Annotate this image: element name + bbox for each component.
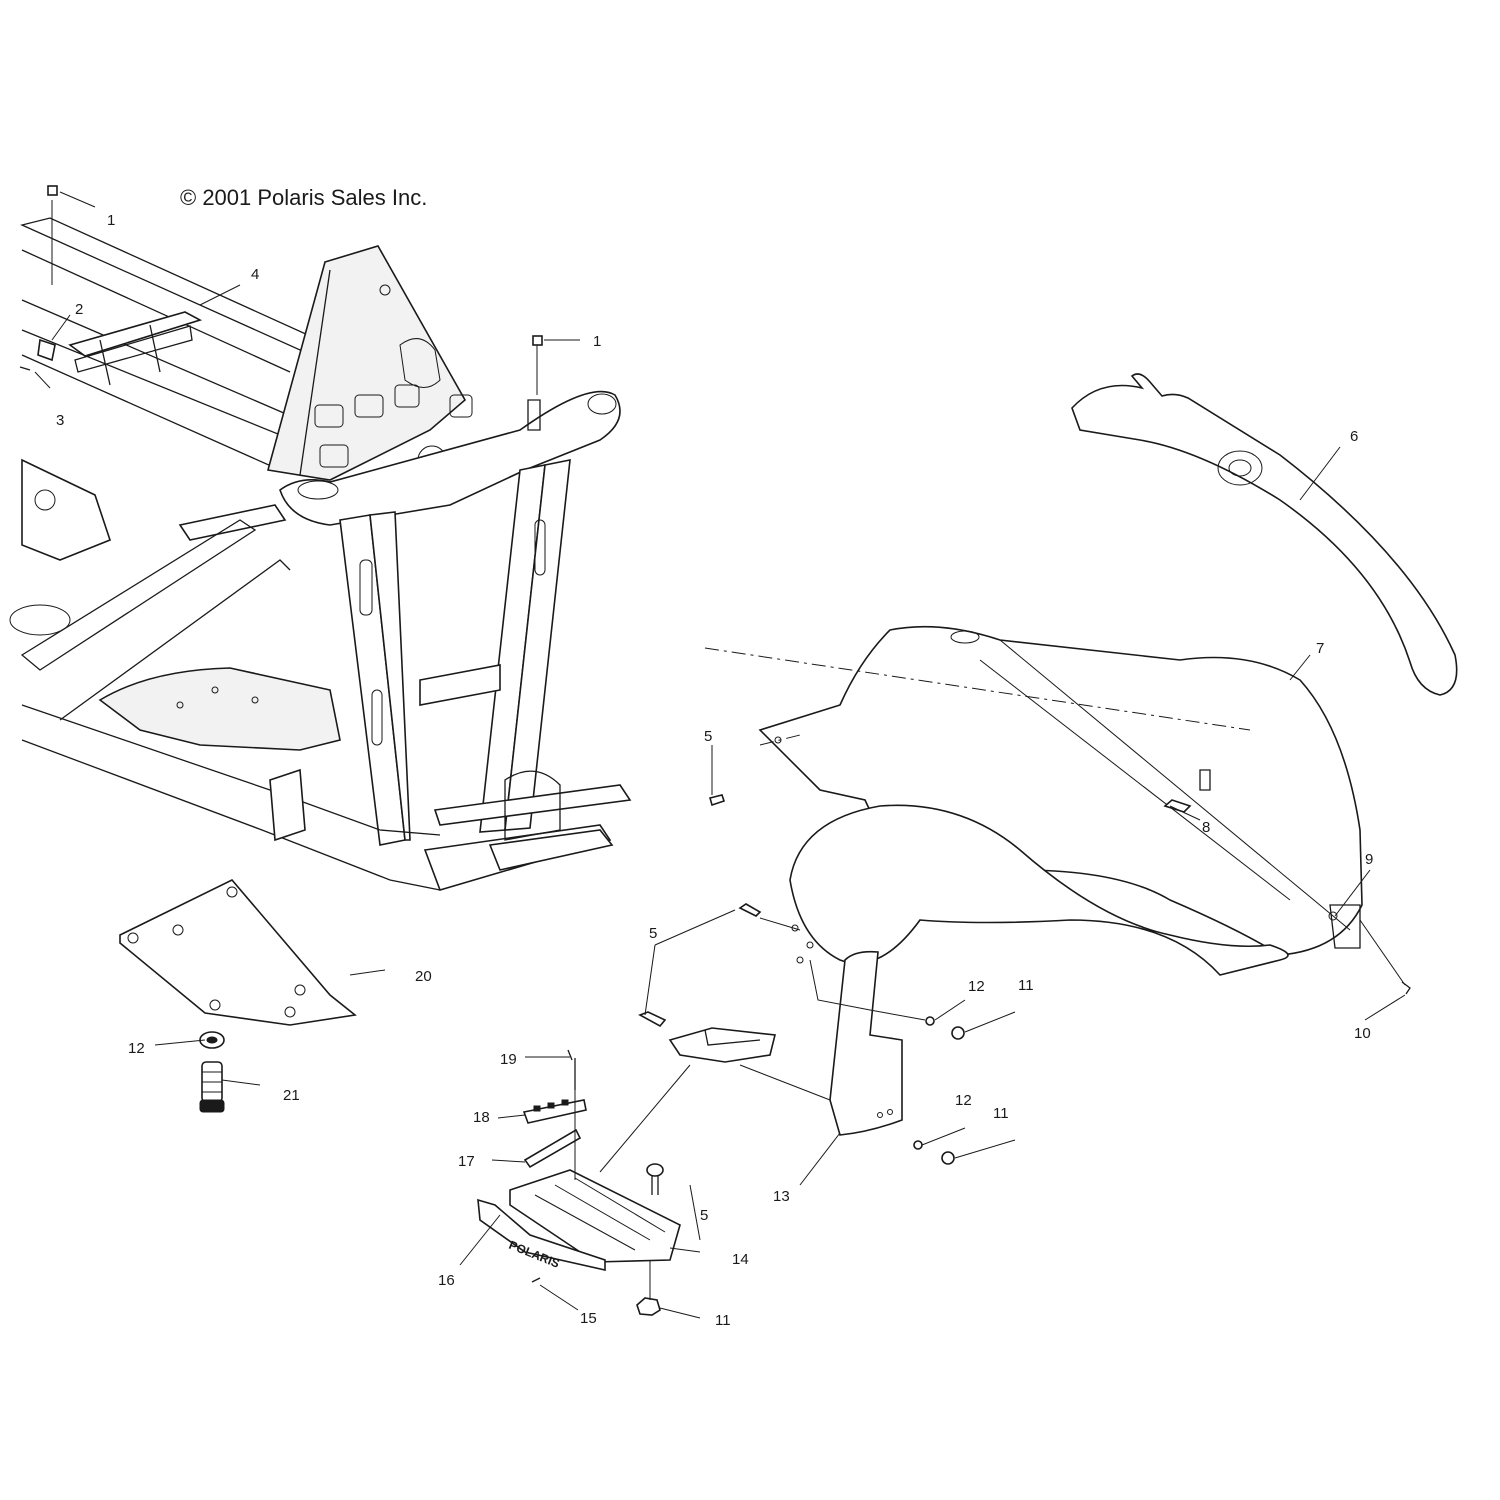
callout-12b: 12 xyxy=(955,1092,972,1109)
callout-5c: 5 xyxy=(700,1207,708,1224)
clip-1a xyxy=(47,185,58,196)
callout-9: 9 xyxy=(1365,851,1373,868)
callout-1b: 1 xyxy=(593,333,601,350)
callout-12c: 12 xyxy=(128,1040,145,1057)
callout-13: 13 xyxy=(773,1188,790,1205)
callout-18: 18 xyxy=(473,1109,490,1126)
callout-10: 10 xyxy=(1354,1025,1371,1042)
callout-21: 21 xyxy=(283,1087,300,1104)
callout-19: 19 xyxy=(500,1051,517,1068)
mud-flap xyxy=(829,950,903,1136)
leader-lines xyxy=(34,191,1406,1319)
skid-plate xyxy=(119,879,357,1026)
frame-assembly xyxy=(9,217,632,891)
footrest-assembly: POLARIS xyxy=(477,1027,776,1271)
callout-15: 15 xyxy=(580,1310,597,1327)
callout-7: 7 xyxy=(1316,640,1324,657)
callout-11c: 11 xyxy=(715,1312,731,1329)
fasteners xyxy=(19,185,1411,1316)
front-cover-panel xyxy=(1071,373,1458,696)
front-fender xyxy=(704,625,1363,976)
callout-17: 17 xyxy=(458,1153,475,1170)
callout-4: 4 xyxy=(251,266,259,283)
callout-6: 6 xyxy=(1350,428,1358,445)
callout-8: 8 xyxy=(1202,819,1210,836)
callout-5b: 5 xyxy=(649,925,657,942)
callout-20: 20 xyxy=(415,968,432,985)
callout-14: 14 xyxy=(732,1251,749,1268)
callout-2: 2 xyxy=(75,301,83,318)
callout-11b: 11 xyxy=(993,1105,1009,1122)
copyright-notice: © 2001 Polaris Sales Inc. xyxy=(180,185,427,210)
callout-12a: 12 xyxy=(968,978,985,995)
callout-labels: 1 1 2 3 4 5 5 5 6 7 8 9 10 11 11 11 12 1… xyxy=(56,212,1373,1329)
callout-5a: 5 xyxy=(704,728,712,745)
callout-3: 3 xyxy=(56,412,64,429)
clip-1b xyxy=(532,335,543,346)
callout-11a: 11 xyxy=(1018,977,1034,994)
callout-16: 16 xyxy=(438,1272,455,1289)
callout-1a: 1 xyxy=(107,212,115,229)
